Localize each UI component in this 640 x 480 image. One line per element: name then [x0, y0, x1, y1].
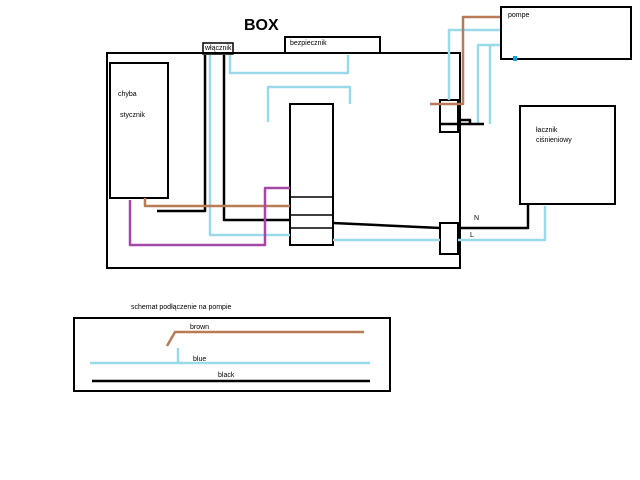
blue-wires — [208, 28, 547, 242]
fuse-block — [284, 36, 381, 54]
wire-blue — [447, 28, 500, 100]
pump-connection-dot — [513, 56, 517, 61]
wire-brown — [430, 15, 500, 106]
wire-blue — [228, 55, 350, 75]
wire-blue — [476, 43, 500, 124]
pressure-switch-label-line2: ciśnieniowy — [536, 137, 572, 144]
terminal-block — [289, 103, 334, 246]
wire-black — [458, 204, 530, 230]
brown-wires — [143, 15, 500, 208]
box-title: BOX — [244, 17, 279, 34]
pressure-switch-label-line1: łacznik — [536, 127, 558, 134]
schema-black-label: black — [218, 372, 235, 379]
wire-blue — [458, 206, 547, 242]
wire-black — [332, 221, 441, 230]
pump-schema-panel — [73, 317, 391, 392]
switch-block — [202, 42, 234, 55]
pump-label: pompe — [508, 12, 530, 19]
fuse-label: bezpiecznik — [290, 40, 327, 47]
wire-black — [458, 118, 472, 124]
schema-wire-brown — [165, 330, 364, 347]
pump-block — [500, 6, 632, 60]
neutral-label: N — [474, 215, 480, 222]
wire-purple — [128, 186, 290, 247]
box-enclosure — [106, 52, 461, 269]
schema-brown-label: brown — [190, 324, 210, 331]
schema-blue-label: blue — [193, 356, 207, 363]
live-label: L — [470, 232, 474, 239]
black-wires — [157, 55, 530, 230]
wire-blue — [266, 85, 352, 122]
wire-black — [222, 55, 290, 222]
purple-wires — [128, 186, 290, 247]
pump-schema-title: schemat podłączenie na pompie — [131, 304, 232, 311]
contactor-label-line1: chyba — [118, 91, 137, 98]
contactor-label-line2: stycznik — [120, 112, 145, 119]
switch-label: włącznik — [205, 45, 232, 52]
wire-brown — [143, 198, 290, 208]
wire-blue — [208, 55, 290, 237]
lower-connector — [439, 222, 459, 255]
contactor-block — [109, 62, 169, 199]
pressure-switch-block — [519, 105, 616, 205]
wire-black — [157, 55, 207, 213]
